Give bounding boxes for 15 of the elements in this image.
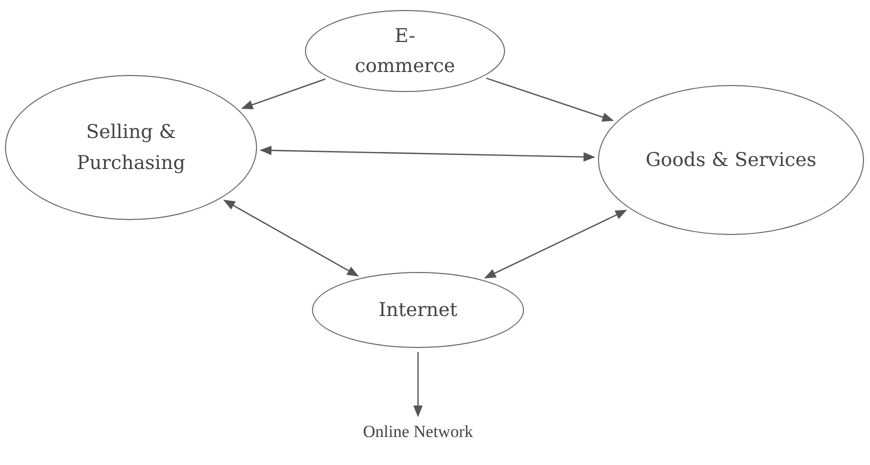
ellipse-node bbox=[312, 272, 524, 348]
ellipse-node bbox=[5, 75, 257, 220]
arrow bbox=[241, 78, 326, 110]
node-text: Goods & Services bbox=[646, 148, 816, 173]
arrow bbox=[484, 210, 628, 278]
node-text: Selling & Purchasing bbox=[76, 120, 186, 176]
ellipse-node bbox=[598, 85, 864, 235]
arrow bbox=[260, 146, 596, 162]
arrow bbox=[486, 78, 614, 122]
node-label: Online Network bbox=[353, 420, 483, 444]
node-text: E-commerce bbox=[354, 24, 456, 79]
arrow bbox=[413, 352, 423, 418]
arrow bbox=[223, 200, 359, 276]
ellipse-node bbox=[305, 10, 505, 92]
node-text: Internet bbox=[378, 298, 458, 323]
